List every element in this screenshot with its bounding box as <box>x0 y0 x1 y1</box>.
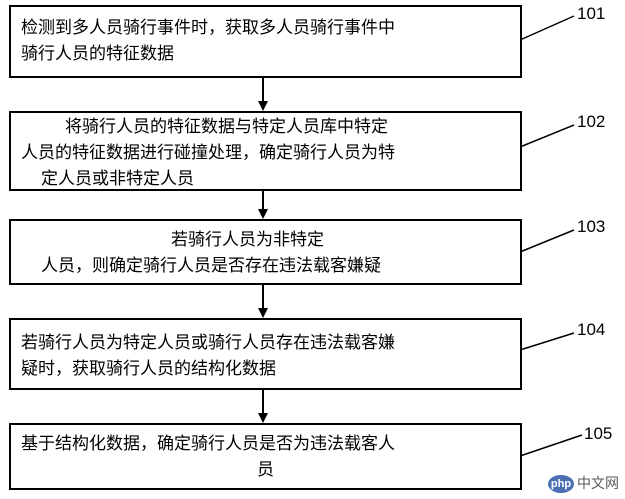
step-105-text-line-2: 员 <box>257 460 274 480</box>
leader-line-101 <box>519 15 575 41</box>
step-103-text-line-1: 若骑行人员为非特定 <box>171 230 324 250</box>
step-number-102: 102 <box>577 112 606 131</box>
leader-line-104 <box>519 332 575 351</box>
step-number-101: 101 <box>577 4 606 23</box>
step-box-105: 基于结构化数据，确定骑行人员是否为违法载客人 员 <box>9 423 522 490</box>
step-box-104: 若骑行人员为特定人员或骑行人员存在违法载客嫌 疑时，获取骑行人员的结构化数据 <box>9 318 522 390</box>
step-103-text-line-2: 人员，则确定骑行人员是否存在违法载客嫌疑 <box>41 256 381 276</box>
step-box-101: 检测到多人员骑行事件时，获取多人员骑行事件中 骑行人员的特征数据 <box>9 5 522 78</box>
step-box-102: 将骑行人员的特征数据与特定人员库中特定 人员的特征数据进行碰撞处理，确定骑行人员… <box>9 111 522 191</box>
step-101-text-line-1: 检测到多人员骑行事件时，获取多人员骑行事件中 <box>21 18 395 38</box>
leader-line-103 <box>519 229 575 253</box>
step-102-text-line-3: 定人员或非特定人员 <box>41 169 194 189</box>
step-102-text-line-1: 将骑行人员的特征数据与特定人员库中特定 <box>65 117 388 137</box>
php-logo-icon: php <box>548 475 574 493</box>
step-box-103: 若骑行人员为非特定 人员，则确定骑行人员是否存在违法载客嫌疑 <box>9 219 522 285</box>
site-watermark: php 中文网 <box>548 474 620 496</box>
leader-line-105 <box>519 434 583 457</box>
step-102-text-line-2: 人员的特征数据进行碰撞处理，确定骑行人员为特 <box>21 143 395 163</box>
leader-line-102 <box>519 124 575 148</box>
watermark-text: 中文网 <box>577 476 619 492</box>
step-105-text-line-1: 基于结构化数据，确定骑行人员是否为违法载客人 <box>21 434 395 454</box>
step-101-text-line-2: 骑行人员的特征数据 <box>21 44 174 64</box>
step-number-104: 104 <box>577 320 606 339</box>
step-104-text-line-1: 若骑行人员为特定人员或骑行人员存在违法载客嫌 <box>21 333 395 353</box>
step-104-text-line-2: 疑时，获取骑行人员的结构化数据 <box>21 359 276 379</box>
step-number-105: 105 <box>584 424 613 443</box>
step-number-103: 103 <box>577 217 606 236</box>
